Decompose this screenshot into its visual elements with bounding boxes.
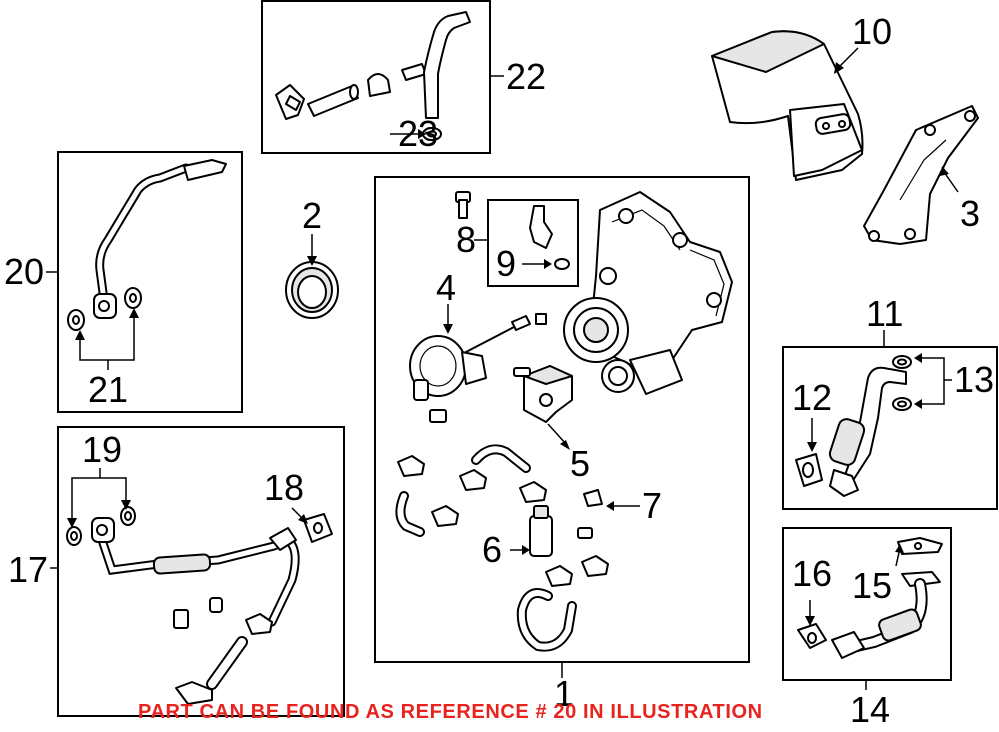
box-22 xyxy=(261,0,491,154)
part-22-tube-assembly xyxy=(275,11,471,141)
part-20-oil-line xyxy=(93,159,227,319)
callout-3: 3 xyxy=(960,193,980,234)
callout-4: 4 xyxy=(436,267,456,308)
part-16-gasket xyxy=(797,623,827,649)
box-17 xyxy=(57,426,345,717)
part-12-gasket xyxy=(795,453,823,487)
part-6-solenoid xyxy=(529,505,553,557)
callout-2: 2 xyxy=(302,195,322,236)
part-2-seal xyxy=(285,261,339,319)
callout-15: 15 xyxy=(852,565,892,606)
part-9-fitting xyxy=(529,205,570,270)
callout-6: 6 xyxy=(482,529,502,570)
part-8-bolt xyxy=(455,191,471,219)
part-15-gasket xyxy=(897,537,943,555)
callout-10: 10 xyxy=(852,11,892,52)
callout-5: 5 xyxy=(570,443,590,484)
part-5-valve xyxy=(523,365,573,423)
part-4-actuator xyxy=(409,315,531,401)
box-1-small-parts xyxy=(395,313,609,652)
part-14-coolant-pipe xyxy=(831,571,941,659)
callout-1: 1 xyxy=(554,673,574,714)
callout-16: 16 xyxy=(792,553,832,594)
box-14 xyxy=(782,527,952,681)
part-11-oil-return xyxy=(828,366,907,497)
part-13-washers xyxy=(892,355,912,411)
callout-21: 21 xyxy=(88,369,128,410)
callout-23: 23 xyxy=(398,113,438,154)
part-10-heat-shield xyxy=(711,30,864,181)
callout-22: 22 xyxy=(506,56,546,97)
part-3-bracket xyxy=(863,105,979,245)
callout-11: 11 xyxy=(866,293,903,334)
part-21-washers xyxy=(67,287,142,331)
part-17-oil-line xyxy=(91,517,300,705)
box-20 xyxy=(57,151,243,413)
reference-note: PART CAN BE FOUND AS REFERENCE # 20 IN I… xyxy=(138,701,763,723)
callout-19: 19 xyxy=(82,429,122,470)
callout-7: 7 xyxy=(642,485,662,526)
callout-14: 14 xyxy=(850,689,890,727)
callout-13: 13 xyxy=(954,359,994,400)
callout-18: 18 xyxy=(264,467,304,508)
part-1-turbocharger xyxy=(563,191,733,395)
callout-8: 8 xyxy=(456,219,476,260)
callout-9: 9 xyxy=(496,243,516,284)
part-19-washers xyxy=(66,506,136,546)
callout-17: 17 xyxy=(8,549,48,590)
box-11 xyxy=(782,346,998,510)
box-8-9 xyxy=(487,199,579,287)
callout-12: 12 xyxy=(792,377,832,418)
part-18-gasket xyxy=(303,513,333,543)
callout-20: 20 xyxy=(4,251,44,292)
